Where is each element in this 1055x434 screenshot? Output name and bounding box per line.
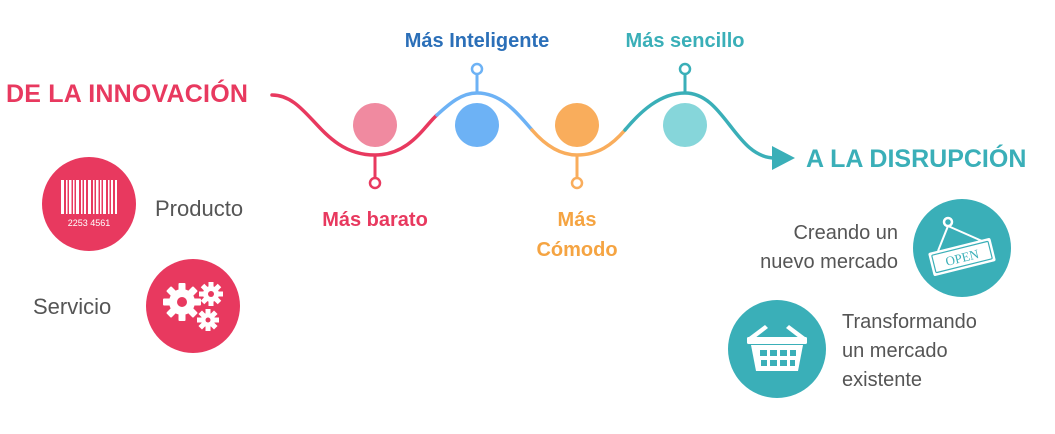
mercado-existente-label: Transformando un mercado existente bbox=[842, 308, 1042, 395]
stage-label-barato: Más barato bbox=[322, 209, 428, 231]
nuevo-mercado-line-2: nuevo mercado bbox=[760, 251, 898, 273]
pin-barato bbox=[368, 176, 382, 190]
stage-label-comodo: Más Cómodo bbox=[536, 209, 618, 261]
arrow-head bbox=[772, 146, 795, 170]
stage-dot-comodo bbox=[555, 103, 599, 147]
barcode-icon: 2253 4561 bbox=[61, 180, 117, 228]
gears-icon bbox=[163, 282, 223, 331]
heading-disrupcion: A LA DISRUPCIÓN bbox=[806, 145, 1027, 173]
stage-dot-inteligente bbox=[455, 103, 499, 147]
producto-badge: 2253 4561 bbox=[42, 157, 136, 251]
pin-sencillo bbox=[678, 62, 692, 76]
mercado-existente-badge bbox=[728, 300, 826, 398]
nuevo-mercado-badge: OPEN bbox=[913, 199, 1011, 297]
producto-label: Producto bbox=[155, 196, 244, 221]
stage-dot-barato bbox=[353, 103, 397, 147]
stage-label-inteligente: Más Inteligente bbox=[404, 30, 550, 52]
mercado-existente-line-2: un mercado bbox=[842, 340, 948, 362]
stage-label-sencillo: Más sencillo bbox=[625, 30, 745, 52]
mercado-existente-line-3: existente bbox=[842, 369, 923, 391]
servicio-label: Servicio bbox=[33, 294, 112, 319]
heading-innovacion: DE LA INNOVACIÓN bbox=[6, 80, 249, 108]
mercado-existente-line-1: Transformando bbox=[842, 311, 977, 333]
open-sign-icon: OPEN bbox=[928, 216, 996, 276]
nuevo-mercado-label: Creando un nuevo mercado bbox=[700, 219, 898, 277]
servicio-badge bbox=[146, 259, 240, 353]
barcode-numbers: 2253 4561 bbox=[68, 218, 111, 228]
basket-icon bbox=[747, 325, 807, 371]
pin-inteligente bbox=[470, 62, 484, 76]
wave-segment-pink bbox=[270, 93, 439, 157]
nuevo-mercado-line-1: Creando un bbox=[793, 222, 898, 244]
wave-segment-teal bbox=[623, 91, 777, 160]
wave-segment-blue bbox=[435, 91, 534, 132]
stage-dot-sencillo bbox=[663, 103, 707, 147]
pin-comodo bbox=[570, 176, 584, 190]
